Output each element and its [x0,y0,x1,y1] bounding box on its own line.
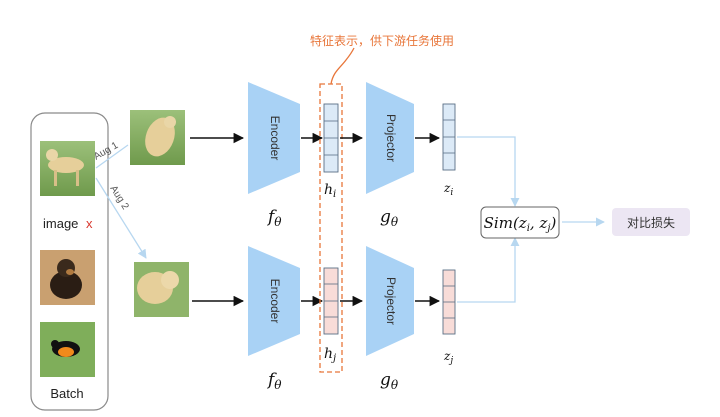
encoder-bottom-label: Encoder [268,279,282,324]
aug2-label: Aug 2 [107,184,130,212]
h-vector-bottom [323,267,339,335]
encoder-top [248,82,300,194]
batch-label: Batch [50,386,83,401]
encoder-bottom [248,246,300,356]
encoder-bottom-symbol: fθ [266,370,282,392]
h-top-label: hi [324,182,336,200]
encoder-top-symbol: fθ [266,207,282,229]
z-top-label: zi [443,181,453,198]
aug1-arrow [95,144,129,169]
h-vector-top [323,103,339,173]
dog-photo-icon [40,141,95,196]
projector-bottom [366,246,414,356]
aug2-arrow [95,177,147,259]
h-bottom-label: hj [324,346,336,364]
loss-box [612,208,690,236]
image-label: image [43,216,78,231]
projector-top [366,82,414,194]
augmented-dog-icon [130,110,185,165]
augmented-dog-crop-icon [134,262,189,317]
projector-top-symbol: gθ [380,207,399,229]
z-vector-bottom [442,269,456,335]
similarity-formula: Sim(zi, zj) [484,214,557,234]
projector-bottom-label: Projector [384,277,398,325]
similarity-box [480,206,560,239]
z-vector-top [442,103,456,171]
annotation-connector [330,47,355,85]
z-bottom-label: zj [443,349,453,366]
z-bottom-connector [457,237,520,303]
z-top-connector [457,136,520,207]
projector-bottom-symbol: gθ [380,370,399,392]
annotation-text: 特征表示，供下游任务使用 [310,33,454,48]
encoder-top-label: Encoder [268,116,282,161]
bird-photo-icon [40,322,95,377]
puppy-photo-icon [40,250,95,305]
image-mark: x [86,216,93,231]
projector-top-label: Projector [384,114,398,162]
loss-label: 对比损失 [627,215,675,230]
